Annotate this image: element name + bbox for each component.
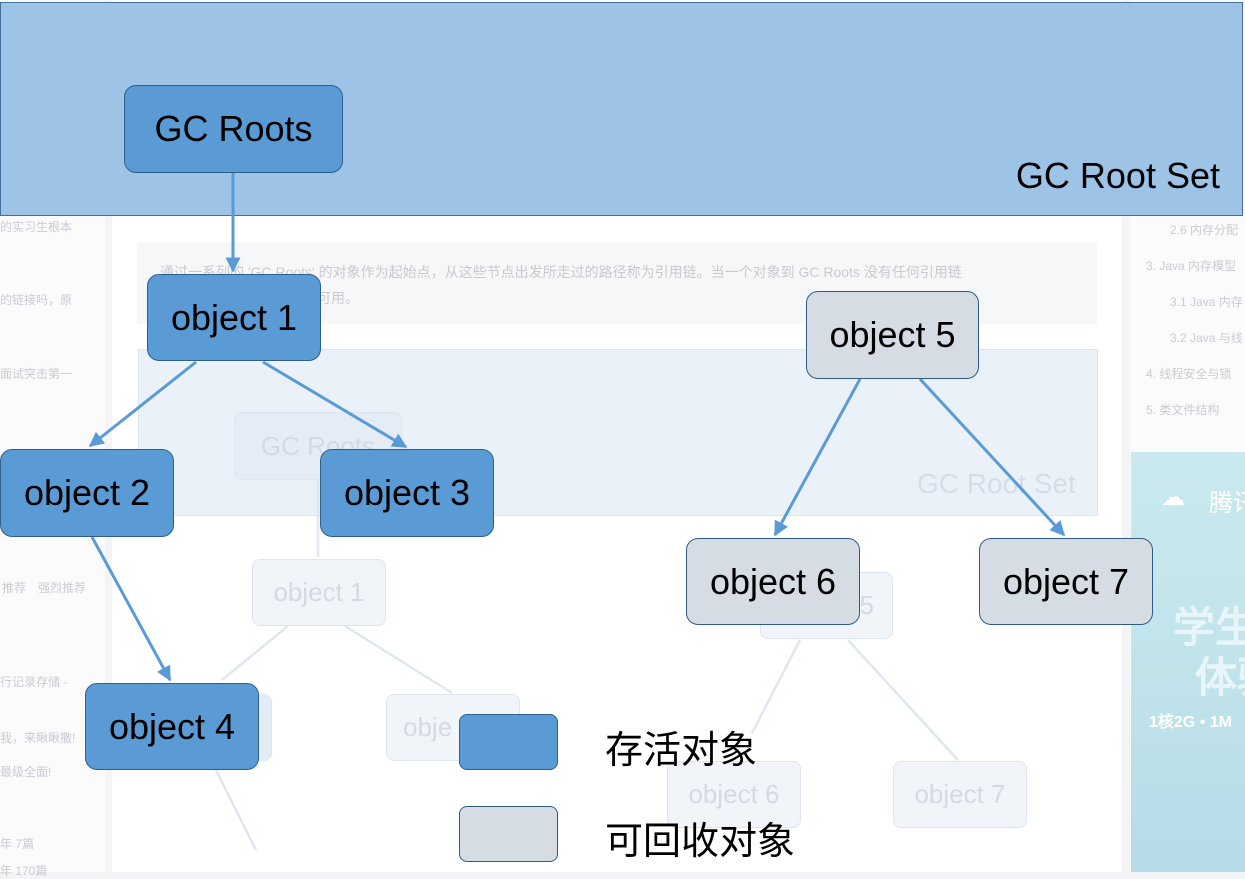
object-3-node: object 3 <box>320 449 494 537</box>
toc-item[interactable]: 3. Java 内存模型 <box>1146 259 1237 273</box>
gc-root-set-label: GC Root Set <box>1015 155 1220 196</box>
left-snippet[interactable]: 我，来瞅瞅撒! <box>0 731 76 745</box>
ad-line2: 体验 <box>1195 654 1245 701</box>
left-snippet[interactable]: 推荐 <box>2 581 27 595</box>
left-snippet[interactable]: 行记录存储 - <box>0 675 68 689</box>
cloud-icon: ☁ <box>1161 484 1185 511</box>
object-1-node: object 1 <box>147 274 321 361</box>
legend-collectable-label: 可回收对象 <box>605 819 796 863</box>
legend-alive-swatch <box>459 714 558 770</box>
quote-line: 可用。 <box>317 290 359 306</box>
ad-spec: 1核2G • 1M <box>1149 714 1232 731</box>
ghost-object-7: object 7 <box>893 761 1027 828</box>
toc-item[interactable]: 4. 线程安全与锁 <box>1146 367 1232 381</box>
left-snippet[interactable]: 面试突击第一 <box>0 367 73 381</box>
toc-item[interactable]: 3.1 Java 内存 <box>1170 295 1243 309</box>
ghost-object-6: object 6 <box>667 761 801 828</box>
ad-banner[interactable]: ☁ 腾讯 学生 体验 1核2G • 1M <box>1131 452 1245 872</box>
object-5-node: object 5 <box>806 291 979 379</box>
toc-item[interactable]: 5. 类文件结构 <box>1146 403 1220 417</box>
ad-line1: 学生 <box>1173 604 1245 651</box>
object-2-node: object 2 <box>0 449 174 537</box>
gc-roots-node: GC Roots <box>124 85 343 173</box>
legend-collectable-swatch <box>459 806 558 862</box>
left-snippet[interactable]: 最级全面! <box>0 765 52 779</box>
left-snippet[interactable]: 的链接吗，原 <box>0 293 73 307</box>
toc-item[interactable]: 2.6 内存分配 <box>1170 223 1239 237</box>
object-7-node: object 7 <box>979 538 1153 625</box>
quote-line: 通过一系列的 'GC Roots' 的对象作为起始点，从这些节点出发所走过的路径… <box>160 264 962 280</box>
ghost-root-set-label: GC Root Set <box>917 468 1076 499</box>
left-snippet[interactable]: 强烈推荐 <box>38 581 87 595</box>
toc-item[interactable]: 3.2 Java 与线 <box>1170 331 1243 345</box>
object-4-node: object 4 <box>85 683 259 770</box>
object-6-node: object 6 <box>686 538 860 625</box>
ad-title: 腾讯 <box>1209 490 1245 517</box>
legend-alive-label: 存活对象 <box>605 728 758 772</box>
left-snippet[interactable]: 的实习生根本 <box>0 220 73 234</box>
ghost-object-1: object 1 <box>252 559 386 626</box>
left-snippet: 年 170篇 <box>0 864 48 878</box>
left-snippet: 年 7篇 <box>0 837 35 851</box>
